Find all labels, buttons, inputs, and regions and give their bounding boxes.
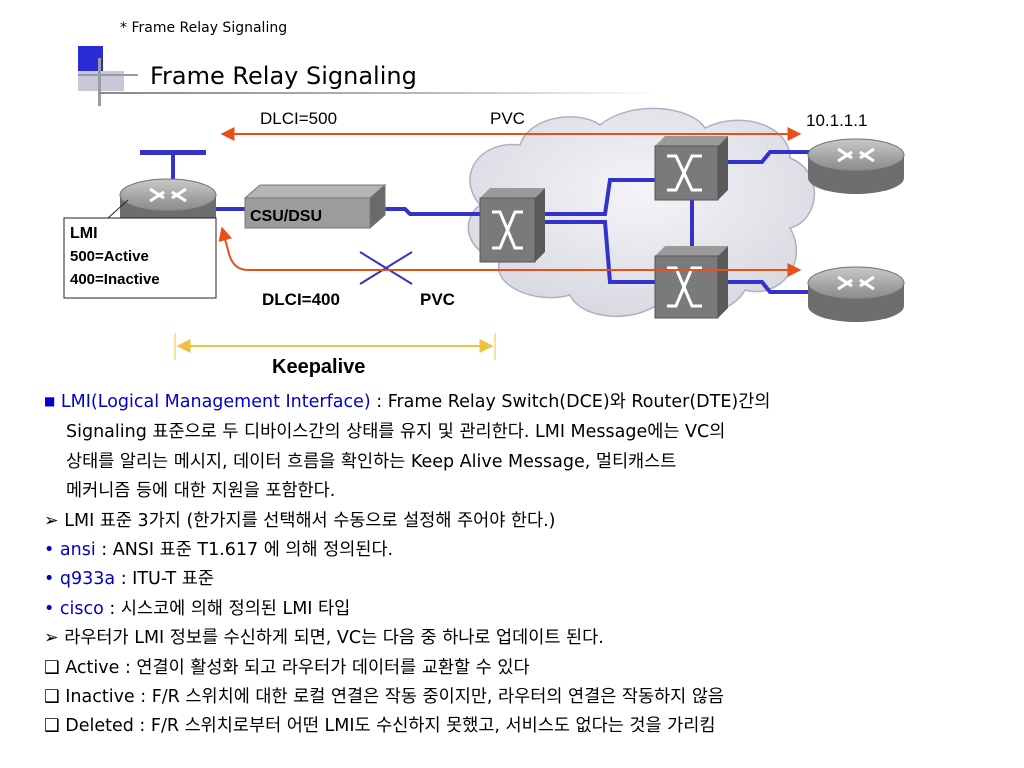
q933a-term: q933a	[59, 569, 116, 590]
frame-relay-diagram: LMI 500=Active 400=Inactive DLCI=500 PVC…	[63, 107, 905, 378]
cisco-term: cisco	[59, 598, 104, 619]
pvc-top-label: PVC	[490, 109, 525, 128]
status-inactive-line: ❑ Inactive : F/R 스위치에 대한 로컬 연결은 작동 중이지만,…	[44, 687, 725, 708]
top-right-router-icon	[807, 138, 905, 194]
entry-switch-icon	[479, 188, 545, 263]
ip-address-label: 10.1.1.1	[806, 111, 867, 130]
lmi-standards-heading: ➢ LMI 표준 3가지 (한가지를 선택해서 수동으로 설정해 주어야 한다.…	[44, 510, 556, 531]
lmi-box-inactive: 400=Inactive	[70, 271, 160, 288]
lmi-box-active: 500=Active	[70, 248, 149, 265]
pvc-bottom-label: PVC	[420, 290, 455, 309]
square-bullet-icon: ■	[44, 394, 56, 408]
lmi-status-box: LMI 500=Active 400=Inactive	[63, 199, 217, 299]
title-decoration	[78, 46, 138, 106]
status-active-line: ❑ Active : 연결이 활성화 되고 라우터가 데이터를 교환할 수 있다	[44, 657, 530, 678]
csu-dsu-device	[243, 183, 387, 230]
cisco-definition: : 시스코에 의해 정의된 LMI 타입	[103, 598, 351, 619]
status-deleted-line: ❑ Deleted : F/R 스위치로부터 어떤 LMI도 수신하지 못했고,…	[44, 716, 716, 737]
lmi-definition-4: 메커니즘 등에 대한 지원을 포함한다.	[66, 481, 336, 502]
ansi-term: ansi	[59, 540, 96, 561]
dot-bullet-icon: •	[44, 598, 55, 619]
ansi-line: • ansi : ANSI 표준 T1.617 에 의해 정의된다.	[44, 536, 1019, 565]
bottom-core-switch-icon	[654, 246, 728, 319]
keepalive-arrow	[174, 333, 496, 360]
pvc-arrow-bottom	[218, 226, 802, 277]
vc-update-heading: ➢ 라우터가 LMI 정보를 수신하게 되면, VC는 다음 중 하나로 업데이…	[44, 628, 604, 649]
lmi-box-title: LMI	[70, 225, 98, 242]
lmi-definition-2: Signaling 표준으로 두 디바이스간의 상태를 유지 및 관리한다. L…	[66, 422, 726, 443]
dlci-bottom-label: DLCI=400	[262, 290, 340, 309]
lmi-definition-3: 상태를 알리는 메시지, 데이터 흐름을 확인하는 Keep Alive Mes…	[66, 451, 677, 472]
top-core-switch-icon	[654, 136, 728, 201]
ansi-definition: : ANSI 표준 T1.617 에 의해 정의된다.	[95, 540, 394, 561]
lmi-definition-line: ■ LMI(Logical Management Interface) : Fr…	[44, 388, 1019, 418]
dlci-top-label: DLCI=500	[260, 109, 337, 128]
lmi-definition-1: : Frame Relay Switch(DCE)와 Router(DTE)간의	[370, 392, 771, 412]
bottom-right-router-icon	[807, 266, 905, 322]
dot-bullet-icon: •	[44, 569, 55, 590]
cisco-line: • cisco : 시스코에 의해 정의된 LMI 타입	[44, 595, 1019, 624]
dot-bullet-icon: •	[44, 540, 55, 561]
page-title: Frame Relay Signaling	[150, 62, 417, 90]
title-underline	[100, 92, 660, 94]
body-content: ■ LMI(Logical Management Interface) : Fr…	[44, 388, 1019, 742]
keepalive-label: Keepalive	[272, 356, 365, 378]
csu-dsu-label: CSU/DSU	[250, 208, 322, 225]
broken-link-x	[359, 251, 413, 285]
slide-label: * Frame Relay Signaling	[120, 20, 288, 36]
q933a-line: • q933a : ITU-T 표준	[44, 565, 1019, 594]
q933a-definition: : ITU-T 표준	[115, 569, 214, 590]
lmi-term: LMI(Logical Management Interface)	[60, 392, 371, 412]
